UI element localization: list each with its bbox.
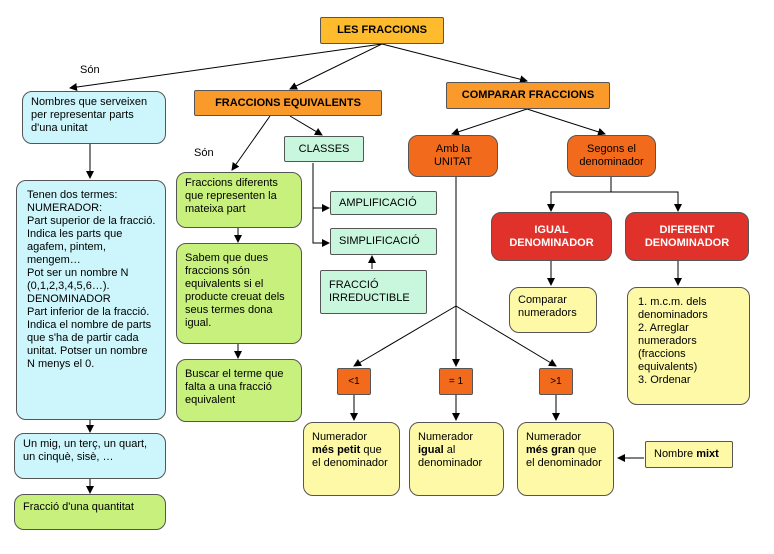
cross-product-node: Sabem que dues fraccions són equivalents…	[176, 243, 302, 344]
simplification-node: SIMPLIFICACIÓ	[330, 228, 437, 255]
examples-node: Un mig, un terç, un quart, un cinquè, si…	[14, 433, 166, 479]
greater-than-one-node: >1	[539, 368, 573, 395]
greater-result-node: Numerador més gran que el denominador	[517, 422, 614, 496]
equal-result-node: Numerador igual al denominador	[409, 422, 504, 496]
unit-node: Amb la UNITAT	[408, 135, 498, 177]
terms-node: Tenen dos termes: NUMERADOR: Part superi…	[16, 180, 166, 420]
amplification-node: AMPLIFICACIÓ	[330, 191, 437, 215]
irreducible-node: FRACCIÓ IRREDUCTIBLE	[320, 270, 427, 314]
equivalents-definition-node: Fraccions diferents que representen la m…	[176, 172, 302, 228]
definition-node: Nombres que serveixen per representar pa…	[22, 91, 166, 144]
mixed-number-node: Nombre mixt	[645, 441, 733, 468]
equivalents-header: FRACCIONS EQUIVALENTS	[194, 90, 382, 116]
find-term-node: Buscar el terme que falta a una fracció …	[176, 359, 302, 422]
compare-numerators-node: Comparar numeradors	[509, 287, 597, 333]
different-denominator-node: DIFERENT DENOMINADOR	[625, 212, 749, 261]
less-result-node: Numerador més petit que el denominador	[303, 422, 400, 496]
by-denominator-node: Segons el denominador	[567, 135, 656, 177]
classes-node: CLASSES	[284, 136, 364, 162]
different-steps-node: 1. m.c.m. dels denominadors 2. Arreglar …	[627, 287, 750, 405]
compare-header: COMPARAR FRACCIONS	[446, 82, 610, 109]
quantity-node: Fracció d'una quantitat	[14, 494, 166, 530]
same-denominator-node: IGUAL DENOMINADOR	[491, 212, 612, 261]
label-son-1: Són	[80, 64, 100, 76]
less-than-one-node: <1	[337, 368, 371, 395]
title-node: LES FRACCIONS	[320, 17, 444, 44]
label-son-2: Són	[194, 147, 214, 159]
equal-one-node: = 1	[439, 368, 473, 395]
